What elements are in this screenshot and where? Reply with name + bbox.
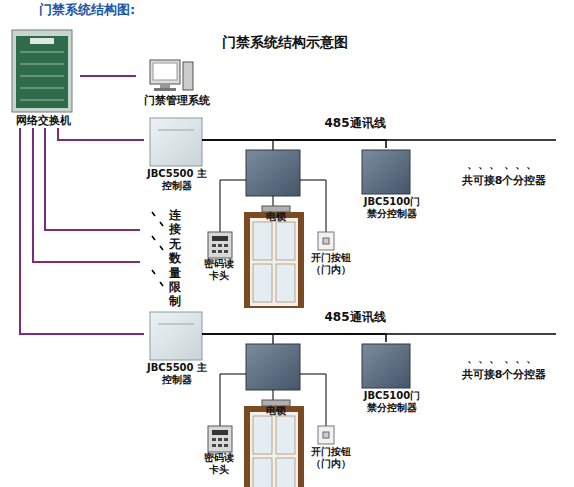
text-label: 485通讯线 xyxy=(300,116,410,130)
device-node: 密码读卡头 xyxy=(196,424,242,478)
device-node: 电锁 xyxy=(256,398,296,420)
device-label: JBC5100门禁分控制器 xyxy=(360,390,424,414)
network-switch xyxy=(12,30,72,112)
switch-plate xyxy=(30,38,54,44)
device-label: 电锁 xyxy=(256,405,296,417)
text-label: 、、、 、、、 xyxy=(452,352,552,365)
connector xyxy=(80,75,136,77)
device-node: 门禁管理系统 xyxy=(136,56,218,108)
device-label: 门禁管理系统 xyxy=(136,94,218,107)
device-node: JBC5500 主控制器 xyxy=(144,310,210,390)
device-label: 密码读卡头 xyxy=(201,258,237,282)
switch-link xyxy=(33,128,140,262)
connector xyxy=(202,334,386,342)
device-node: JBC5100门禁分控制器 xyxy=(352,342,432,416)
computer-icon xyxy=(150,60,193,91)
device-label: 网络交换机 xyxy=(6,114,80,127)
text-label: 连接无数量限制 xyxy=(168,208,182,309)
door-half xyxy=(150,118,556,308)
device-node: 密码读卡头 xyxy=(196,230,242,284)
switch-link xyxy=(45,128,140,230)
device-node: 电锁 xyxy=(256,204,296,226)
device-label: 密码读卡头 xyxy=(201,452,237,476)
switch-panel xyxy=(16,36,68,108)
device-node: 网络交换机 xyxy=(6,28,80,128)
device-label: JBC5500 主控制器 xyxy=(144,362,210,386)
connector xyxy=(58,128,144,140)
device-node: JBC5500 主控制器 xyxy=(144,116,210,196)
device-label: 电锁 xyxy=(256,211,296,223)
text-label: 、、、 、、、 xyxy=(452,158,552,171)
device-label: 开门按钮（门内） xyxy=(309,252,353,276)
switch-cabinet xyxy=(12,30,72,112)
device-node: JBC5100门禁分控制器 xyxy=(352,148,432,222)
device-label: 开门按钮（门内） xyxy=(309,446,353,470)
connector xyxy=(202,140,386,148)
text-label: 485通讯线 xyxy=(300,310,410,324)
text-label: 共可接8个分控器 xyxy=(444,368,564,381)
device-node: 开门按钮（门内） xyxy=(306,230,356,282)
text-label: 门禁系统结构图: xyxy=(2,2,172,18)
door-half xyxy=(150,312,556,487)
text-label: 共可接8个分控器 xyxy=(444,174,564,187)
device-label: JBC5500 主控制器 xyxy=(144,168,210,192)
diagram-title: 门禁系统结构示意图 xyxy=(190,34,380,51)
device-node: 开门按钮（门内） xyxy=(306,424,356,476)
vertical-marks xyxy=(152,212,163,286)
connector xyxy=(20,128,144,334)
device-label: JBC5100门禁分控制器 xyxy=(360,196,424,220)
